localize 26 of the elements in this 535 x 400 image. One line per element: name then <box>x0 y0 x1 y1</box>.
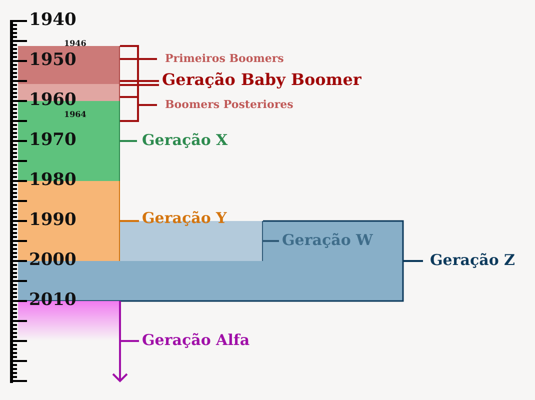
connector-line <box>403 260 423 262</box>
generation-label: Primeiros Boomers <box>165 52 284 64</box>
year-marker: 1964 <box>64 110 86 118</box>
year-marker: 1946 <box>64 39 86 47</box>
connector-line <box>120 58 157 60</box>
decade-label: 2010 <box>29 292 76 309</box>
generation-label: Geração W <box>282 232 373 248</box>
connector-line <box>120 96 157 106</box>
generation-label: Geração Baby Boomer <box>162 72 362 88</box>
connector-line <box>120 84 159 86</box>
decade-label: 2000 <box>29 252 76 269</box>
generation-label: Boomers Posteriores <box>165 98 294 110</box>
generation-label: Geração Alfa <box>142 332 250 348</box>
connector-line <box>120 80 159 82</box>
connector-line <box>120 220 139 222</box>
generation-label: Geração Y <box>142 210 227 226</box>
connector-line <box>119 301 139 342</box>
decade-label: 1950 <box>29 52 76 69</box>
connector-line <box>120 140 137 142</box>
generation-band <box>18 46 120 84</box>
connector-line <box>263 240 279 242</box>
generation-label: Geração X <box>142 132 228 148</box>
decade-label: 1970 <box>29 132 76 149</box>
decade-label: 1990 <box>29 212 76 229</box>
generation-label: Geração Z <box>430 252 516 268</box>
decade-label: 1940 <box>29 12 76 29</box>
